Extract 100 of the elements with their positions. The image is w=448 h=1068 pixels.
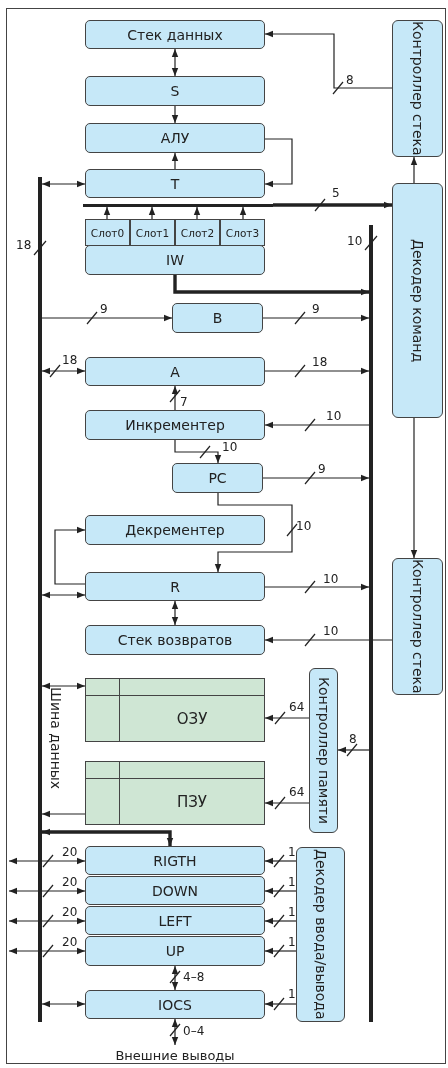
- arrow: [169, 385, 181, 411]
- arrow: [264, 884, 297, 898]
- bus-width-label: 10: [347, 235, 363, 247]
- edge-label: 1: [288, 988, 296, 1000]
- arrow: [264, 997, 297, 1011]
- arrow: [148, 206, 156, 220]
- arrow: [54, 526, 86, 585]
- arrow: [8, 944, 86, 958]
- memory-label: ОЗУ: [175, 708, 209, 730]
- arrow: [171, 152, 179, 170]
- arrow: [42, 828, 174, 846]
- arrow: [262, 311, 370, 325]
- arrow: [264, 796, 310, 810]
- edge-label: 18: [312, 356, 328, 368]
- edge-label: 7: [180, 396, 188, 408]
- arrow: [239, 206, 247, 220]
- arrow: [171, 48, 179, 77]
- edge-label: 64: [289, 786, 305, 798]
- arrow: [8, 854, 86, 868]
- register-box: A: [85, 357, 265, 386]
- edge-label: 9: [100, 303, 108, 315]
- edge-label: 64: [289, 701, 305, 713]
- arrow: [103, 206, 111, 220]
- port-box: UP: [85, 936, 265, 966]
- controller-box: Контроллер памяти: [309, 668, 338, 833]
- arrow: [169, 1018, 181, 1046]
- memory-block: [85, 678, 265, 742]
- port-box: LEFT: [85, 906, 265, 935]
- edge-label: 8: [349, 733, 357, 745]
- edge-label: 1: [288, 936, 296, 948]
- arrow: [337, 743, 370, 757]
- register-box: B: [172, 303, 263, 333]
- arrow: [169, 965, 181, 991]
- register-box: Стек данных: [85, 20, 265, 49]
- alu-box: АЛУ: [85, 123, 265, 153]
- arrow: [41, 180, 86, 188]
- arrow: [41, 1000, 86, 1008]
- stack-box: Стек возвратов: [85, 625, 265, 655]
- memory-block: [85, 761, 265, 825]
- bus-label: Шина данных: [48, 687, 64, 790]
- arrow: [264, 30, 393, 95]
- decoder-box: Декодер ввода/вывода: [296, 847, 345, 1022]
- arrow: [264, 364, 370, 378]
- arrow: [264, 138, 293, 188]
- slot-cell: Слот3: [220, 219, 265, 246]
- edge-label: 20: [62, 906, 78, 918]
- arrow: [8, 914, 86, 928]
- edge-label: 10: [296, 520, 312, 532]
- arrow: [41, 682, 86, 690]
- arrow: [41, 810, 86, 818]
- edge-label: 8: [346, 74, 354, 86]
- edge-label: 10: [222, 441, 238, 453]
- incrementer-box: Инкрементер: [85, 410, 265, 440]
- register-box: S: [85, 76, 265, 106]
- edge-label: 18: [62, 354, 78, 366]
- register-box: R: [85, 572, 265, 601]
- bus-line: [83, 204, 273, 207]
- edge-label: 5: [332, 187, 340, 199]
- arrow: [273, 198, 392, 212]
- edge-label: 10: [323, 625, 339, 637]
- arrow: [410, 417, 418, 559]
- edge-label: 0–4: [183, 1025, 205, 1037]
- edge-label: 9: [312, 303, 320, 315]
- arrow: [193, 206, 201, 220]
- edge-label: 1: [288, 876, 296, 888]
- edge-label: 20: [62, 936, 78, 948]
- memory-label: ПЗУ: [175, 791, 208, 813]
- edge-label: 10: [326, 410, 342, 422]
- arrow: [264, 914, 297, 928]
- arrow: [41, 311, 173, 325]
- bus-width-label: 18: [16, 239, 32, 251]
- controller-box: Контроллер стека: [392, 558, 443, 695]
- arrow: [41, 364, 86, 378]
- decoder-box: Декодер команд: [392, 183, 443, 418]
- edge-label: 4–8: [183, 971, 205, 983]
- edge-label: 1: [288, 846, 296, 858]
- edge-label: 20: [62, 846, 78, 858]
- edge-label: 9: [318, 463, 326, 475]
- decrementer-box: Декрементер: [85, 515, 265, 545]
- arrow: [171, 600, 179, 626]
- controller-box: Контроллер стека: [392, 20, 443, 157]
- arrow: [264, 418, 370, 432]
- arrow: [41, 591, 86, 599]
- register-box: PC: [172, 463, 263, 493]
- edge-label: 10: [323, 573, 339, 585]
- slot-cell: Слот1: [130, 219, 175, 246]
- arrow: [264, 711, 310, 725]
- arrow: [264, 854, 297, 868]
- arrow: [264, 944, 297, 958]
- edge-label: 1: [288, 906, 296, 918]
- arrow: [171, 105, 179, 124]
- port-box: RIGTH: [85, 846, 265, 875]
- port-box: IOCS: [85, 990, 265, 1019]
- arrow: [410, 156, 418, 184]
- arrow: [8, 884, 86, 898]
- pin-caption: Внешние выводы: [95, 1045, 255, 1065]
- register-box: IW: [85, 245, 265, 275]
- slot-cell: Слот0: [85, 219, 130, 246]
- slot-cell: Слот2: [175, 219, 220, 246]
- arrow: [264, 580, 370, 594]
